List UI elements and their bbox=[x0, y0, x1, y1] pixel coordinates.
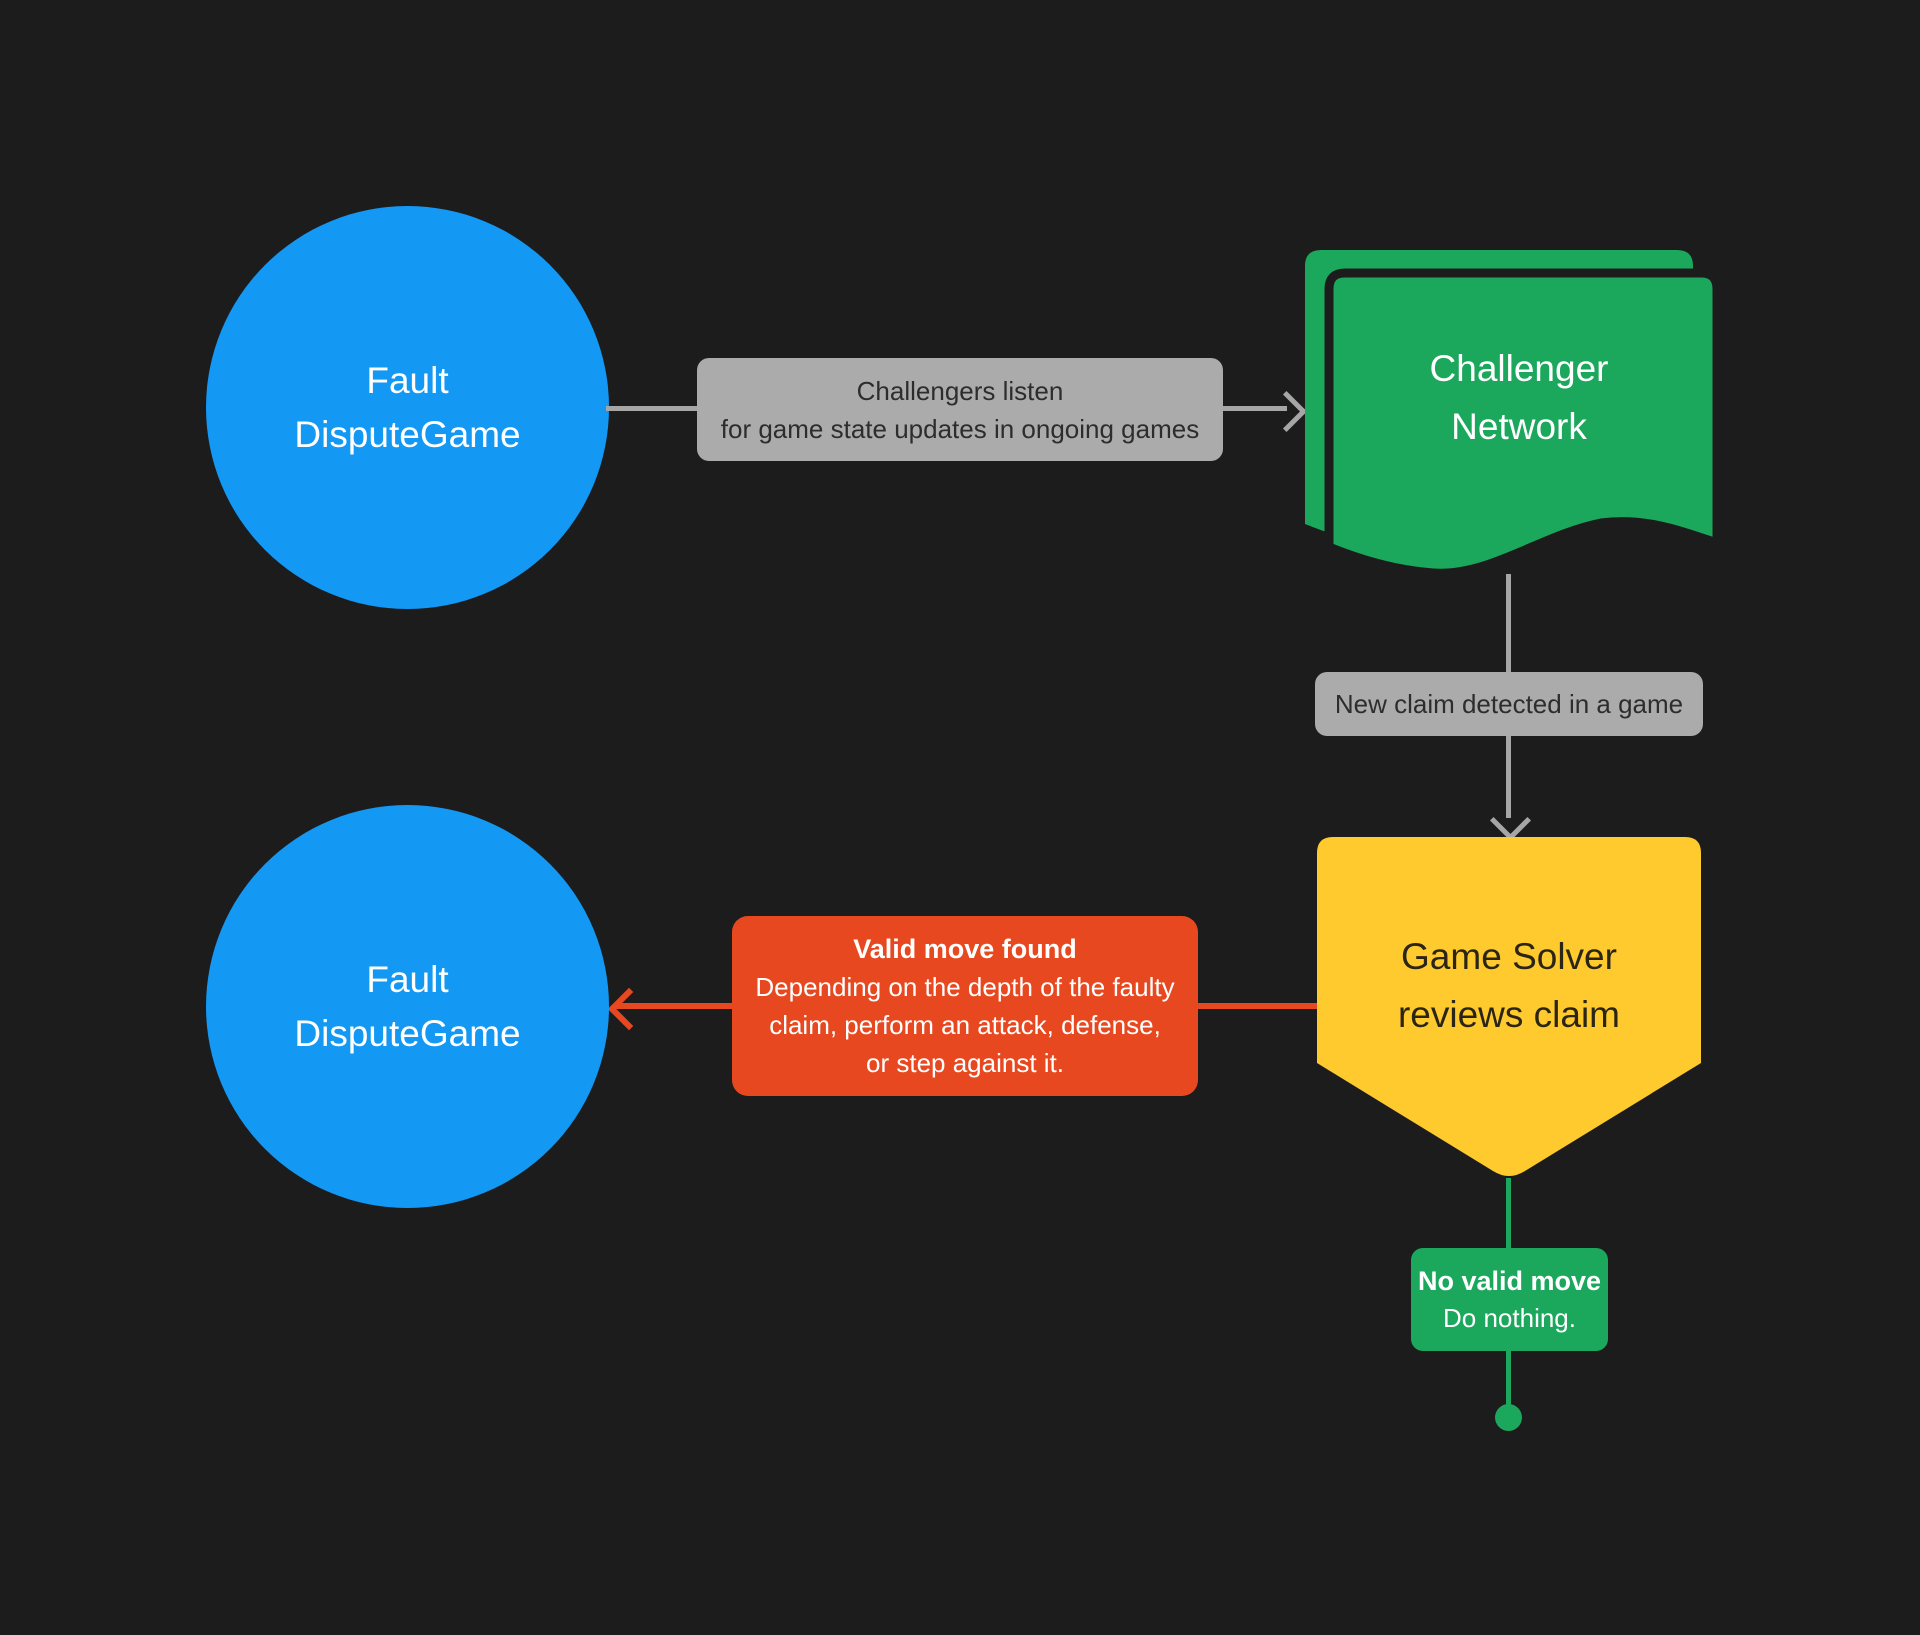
node-title-line: DisputeGame bbox=[294, 413, 521, 455]
label-text-line: Challengers listen bbox=[856, 375, 1064, 406]
node-game-solver-shape bbox=[1317, 837, 1701, 1176]
node-title-line: DisputeGame bbox=[294, 1012, 521, 1054]
label-new-claim: New claim detected in a game bbox=[1315, 672, 1703, 736]
connector-listen-line-left bbox=[606, 406, 698, 411]
label-title: Valid move found bbox=[853, 934, 1077, 964]
node-challenger-network-shape bbox=[1305, 250, 1717, 580]
arrow-down-icon bbox=[1489, 799, 1532, 842]
label-no-valid-move: No valid move Do nothing. bbox=[1411, 1248, 1608, 1351]
arrow-right-icon bbox=[1265, 390, 1308, 433]
connector-no-valid-move-line-bottom bbox=[1506, 1351, 1511, 1409]
connector-new-claim-line-bottom bbox=[1506, 736, 1511, 818]
label-valid-move-found: Valid move found Depending on the depth … bbox=[732, 916, 1198, 1096]
label-challengers-listen: Challengers listen for game state update… bbox=[697, 358, 1223, 461]
arrow-left-icon bbox=[607, 987, 651, 1031]
label-text-line: or step against it. bbox=[866, 1048, 1064, 1078]
flag-front-card bbox=[1329, 273, 1717, 573]
label-title: No valid move bbox=[1417, 1265, 1602, 1296]
label-text-line: New claim detected in a game bbox=[1334, 689, 1684, 719]
node-title-line: Fault bbox=[366, 958, 449, 1000]
connector-listen-line-right bbox=[1223, 406, 1287, 411]
node-fault-disputegame-top: Fault DisputeGame bbox=[206, 206, 609, 609]
label-text-line: claim, perform an attack, defense, bbox=[769, 1010, 1161, 1040]
node-title-line: Fault bbox=[366, 359, 449, 401]
label-text-line: Depending on the depth of the faulty bbox=[755, 972, 1175, 1002]
pentagon-shape bbox=[1317, 837, 1701, 1176]
flow-end-dot bbox=[1495, 1404, 1522, 1431]
connector-new-claim-line-top bbox=[1506, 574, 1511, 672]
label-text-line: Do nothing. bbox=[1443, 1302, 1576, 1333]
connector-no-valid-move-line-top bbox=[1506, 1178, 1511, 1248]
node-fault-disputegame-bottom: Fault DisputeGame bbox=[206, 805, 609, 1208]
label-text-line: for game state updates in ongoing games bbox=[720, 413, 1200, 444]
